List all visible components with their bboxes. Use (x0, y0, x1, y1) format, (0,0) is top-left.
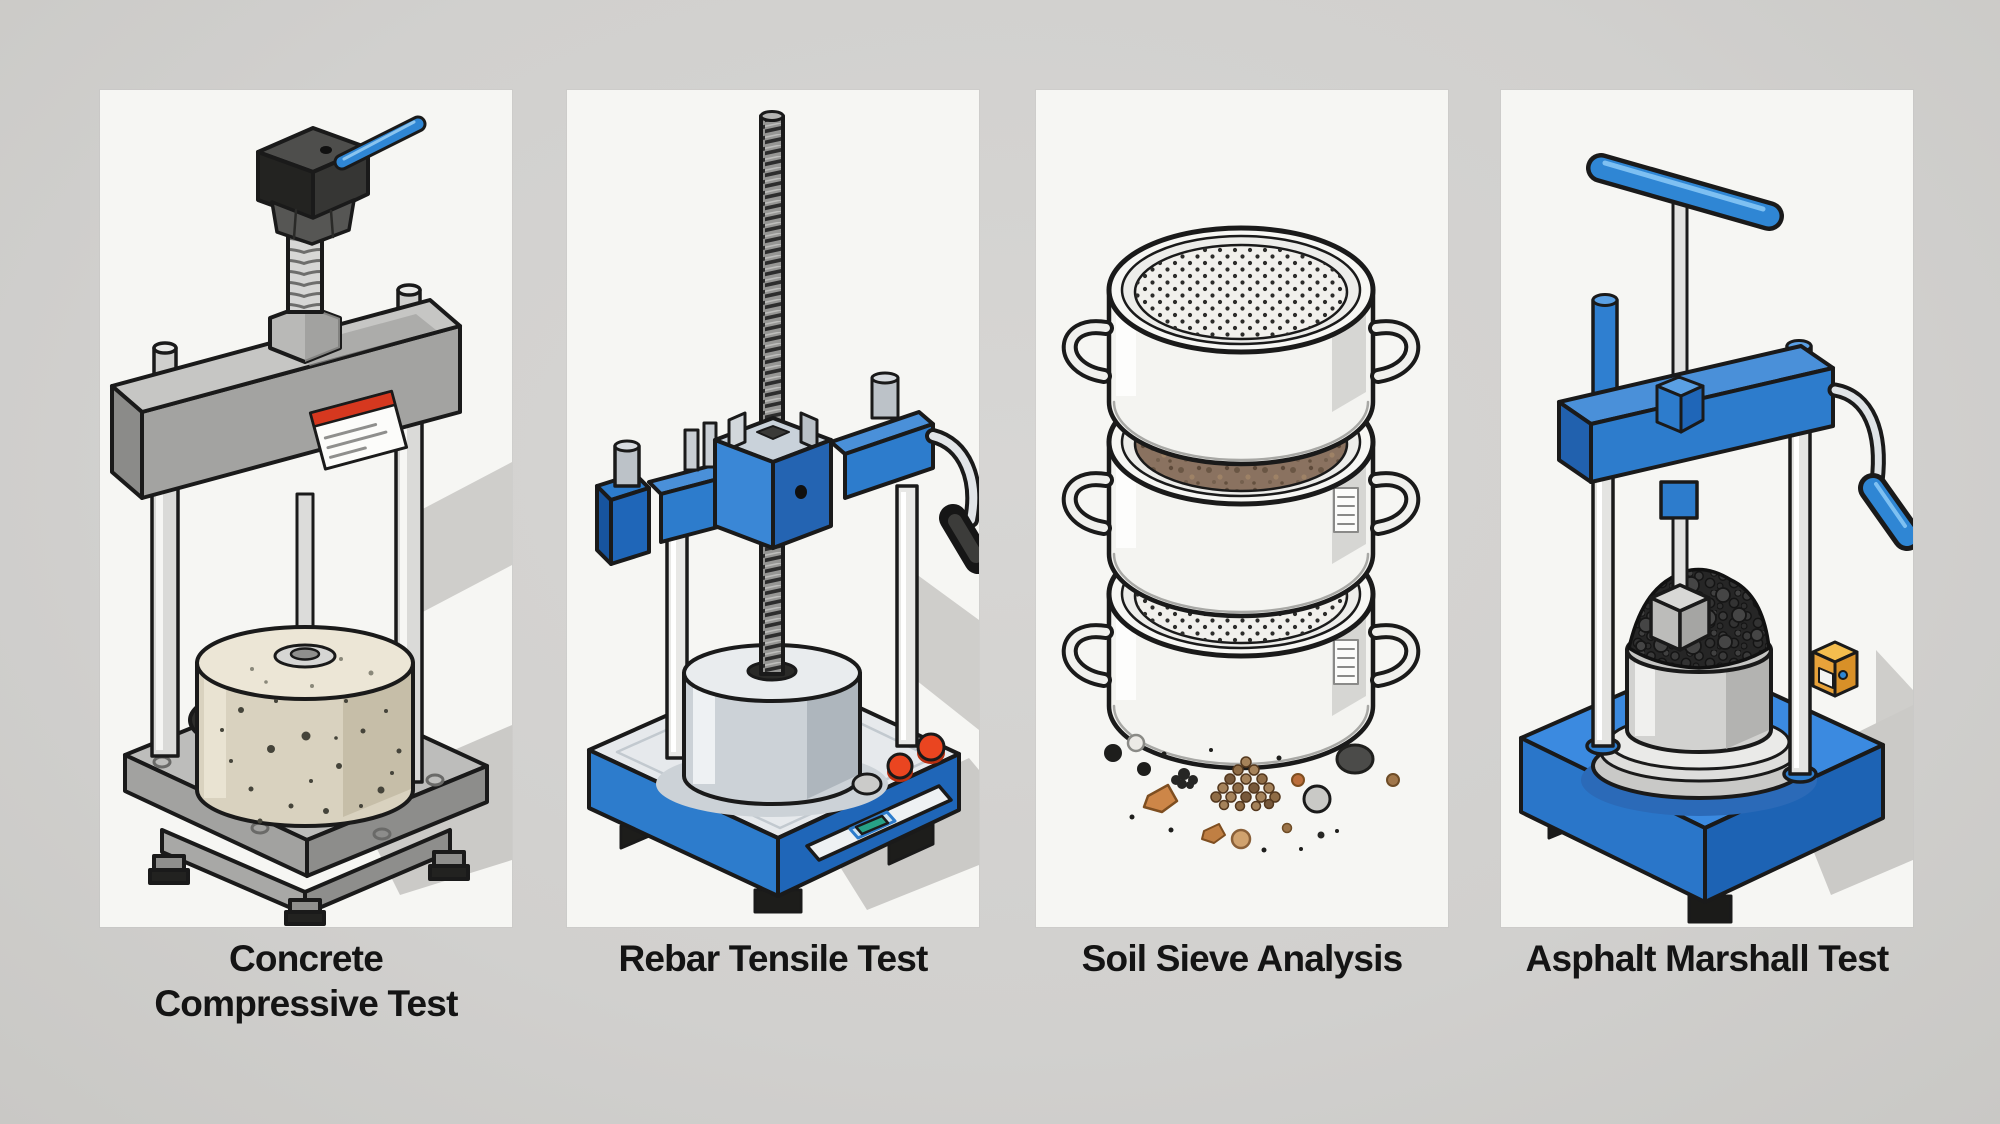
sieve-tag (1333, 639, 1359, 685)
sieve-stack-icon (1061, 225, 1421, 853)
panel-soil-sieve-analysis (1036, 90, 1448, 927)
concrete-specimen (195, 492, 415, 828)
caption-rebar-tensile-test: Rebar Tensile Test (618, 938, 928, 979)
machine-foot (148, 854, 190, 885)
gauge-box (1811, 640, 1859, 698)
press-rod-lower (1649, 480, 1711, 652)
panel-rebar-tensile-test (567, 90, 979, 927)
sieve-top (1061, 225, 1421, 467)
crosshead-beam (110, 298, 462, 500)
rebar-specimen (759, 110, 785, 676)
caption-asphalt-marshall-test: Asphalt Marshall Test (1525, 938, 1890, 979)
gravel-pile (1210, 756, 1281, 812)
crossbeam (1557, 344, 1835, 484)
screw-handle (333, 115, 427, 171)
fine-black-pile (1171, 768, 1198, 789)
machine-foot (284, 898, 326, 926)
control-buttons (851, 732, 946, 796)
crosshead-grips (595, 371, 935, 566)
crank-handle (925, 428, 979, 574)
sieve-mesh (1135, 245, 1347, 339)
caption-soil-sieve-analysis: Soil Sieve Analysis (1081, 938, 1404, 979)
press-rod-upper (1671, 184, 1689, 384)
panel-concrete-compressive-test (100, 90, 512, 927)
loading-screw (256, 115, 427, 364)
warning-label (308, 389, 409, 471)
sieve-tag (1333, 487, 1359, 533)
concrete-compression-press-icon (110, 115, 512, 926)
crank-handle (1827, 382, 1913, 551)
red-button (916, 732, 946, 762)
concrete-speckles (220, 699, 402, 824)
t-handle (1586, 153, 1784, 231)
green-button (854, 814, 890, 836)
rebar-tensile-machine-icon (587, 110, 979, 914)
red-button (886, 752, 914, 780)
marshall-press-icon (1519, 153, 1913, 924)
caption-concrete-compressive-test: Concrete Compressive Test (154, 938, 458, 1025)
control-panel-strip (805, 784, 953, 862)
graded-soil-particles (1104, 733, 1400, 853)
panel-asphalt-marshall-test (1501, 90, 1913, 927)
machine-foot (428, 850, 470, 881)
